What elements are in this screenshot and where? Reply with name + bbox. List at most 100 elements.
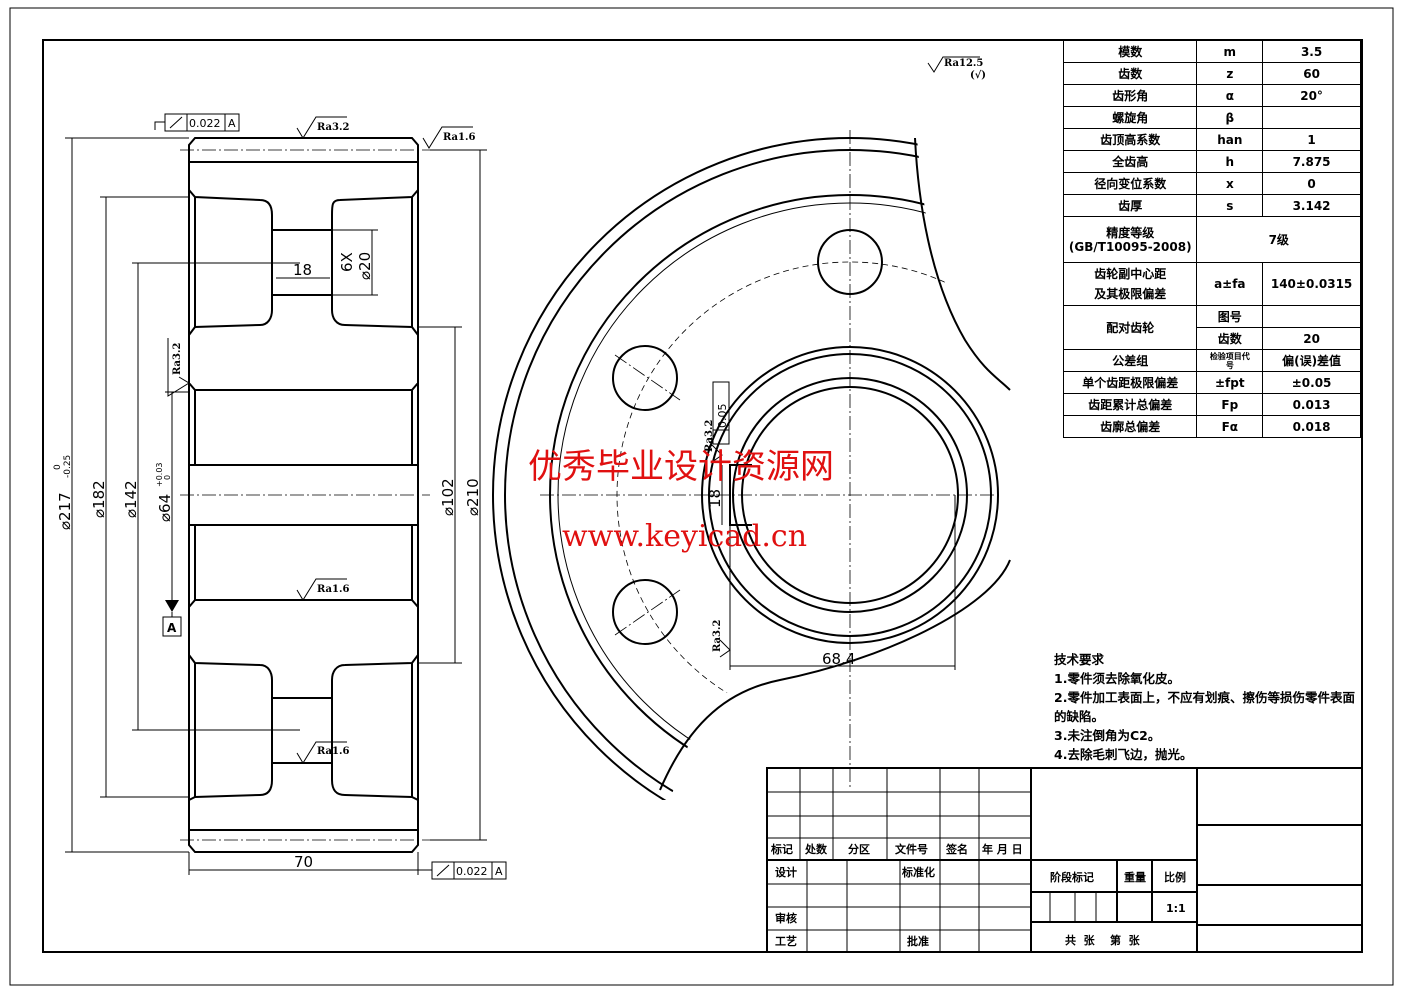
param-name: 全齿高: [1062, 150, 1198, 173]
datum-a-symbol: A: [162, 600, 182, 637]
dim-bore-diameter: ⌀64: [156, 494, 174, 522]
dim-bolt-circle: ⌀142: [122, 480, 140, 518]
tolerance-name: 齿距累计总偏差: [1062, 393, 1198, 416]
roughness-symbol: Ra3.2: [704, 420, 723, 463]
dim-hole-diameter: ⌀20: [356, 252, 374, 280]
tolerance-value: 0.018: [1262, 415, 1361, 438]
param-value: 3.5: [1262, 40, 1361, 63]
tb-scale-value: 1:1: [1166, 902, 1186, 915]
tb-count: 处数: [804, 842, 828, 856]
svg-text:A: A: [495, 865, 503, 878]
tb-doc-no: 文件号: [895, 842, 928, 856]
tech-requirement-item: 3.未注倒角为C2。: [1054, 728, 1161, 743]
dim-hole-count: 6X: [338, 252, 356, 272]
tb-approve: 批准: [907, 934, 929, 948]
param-name: 螺旋角: [1062, 106, 1198, 129]
mating-drawing-no-value: [1262, 305, 1361, 328]
center-distance-label: 齿轮副中心距: [1094, 267, 1167, 281]
param-name: 齿数: [1062, 62, 1198, 85]
svg-text:Ra3.2: Ra3.2: [712, 620, 723, 652]
tech-requirement-item: 1.零件须去除氧化皮。: [1054, 671, 1180, 686]
param-symbol: α: [1196, 84, 1264, 107]
tb-mark: 标记: [770, 842, 793, 856]
technical-requirements: 技术要求 1.零件须去除氧化皮。2.零件加工表面上，不应有划痕、擦伤等损伤零件表…: [1054, 650, 1364, 764]
param-symbol: han: [1196, 128, 1264, 151]
svg-text:(√): (√): [970, 69, 986, 81]
dim-bore-tol-upper: +0.03: [155, 462, 164, 487]
param-value: 1: [1262, 128, 1361, 151]
tb-review: 审核: [775, 911, 797, 925]
tolerance-name: 单个齿距极限偏差: [1062, 371, 1198, 394]
param-symbol: β: [1196, 106, 1264, 129]
tolerance-name: 齿廓总偏差: [1062, 415, 1198, 438]
dim-width: 70: [294, 853, 313, 871]
table-row: 齿轮副中心距及其极限偏差 a±fa 140±0.0315: [1062, 262, 1361, 306]
param-name: 齿厚: [1062, 194, 1198, 217]
sheet-border: [9, 7, 1394, 986]
svg-text:Ra3.2: Ra3.2: [704, 420, 715, 452]
roughness-symbol: Ra1.6: [296, 741, 349, 764]
param-name: 径向变位系数: [1062, 172, 1198, 195]
item-code-label: 检验项目代号: [1196, 349, 1264, 372]
svg-text:Ra12.5: Ra12.5: [944, 58, 983, 69]
roughness-symbol: Ra3.2: [296, 116, 349, 139]
tolerance-symbol: Fp: [1196, 393, 1264, 416]
svg-text:Ra1.6: Ra1.6: [317, 584, 349, 595]
tolerance-symbol: ±fpt: [1196, 371, 1264, 394]
drawing-frame: [42, 39, 1363, 953]
dim-bore-tol-lower: 0: [163, 475, 172, 480]
center-distance-value: 140±0.0315: [1262, 262, 1361, 306]
watermark-url: www.keyicad.cn: [562, 519, 807, 554]
svg-text:Ra1.6: Ra1.6: [317, 746, 349, 757]
tolerance-value: ±0.05: [1262, 371, 1361, 394]
param-value: [1262, 106, 1361, 129]
param-symbol: x: [1196, 172, 1264, 195]
tb-date: 年 月 日: [982, 842, 1023, 856]
roughness-symbol: Ra1.6: [422, 126, 475, 149]
deviation-label: 偏(误)差值: [1262, 349, 1361, 372]
svg-text:Ra1.6: Ra1.6: [443, 132, 475, 143]
tb-stage-mark: 阶段标记: [1050, 870, 1094, 884]
param-symbol: m: [1196, 40, 1264, 63]
tolerance-symbol: Fα: [1196, 415, 1264, 438]
title-block: 标记 处数 分区 文件号 签名 年 月 日 设计 标准化 审核 工艺 批准 阶段…: [766, 767, 1363, 953]
tb-sign: 签名: [945, 842, 968, 856]
dim-root-diameter: ⌀182: [90, 480, 108, 518]
dim-outer-diameter: ⌀217: [56, 492, 74, 530]
general-roughness: Ra12.5 (√): [927, 56, 986, 81]
center-distance-symbol: a±fa: [1196, 262, 1264, 306]
hub-top-section: [188, 294, 419, 391]
param-symbol: z: [1196, 62, 1264, 85]
runout-tolerance-bottom: 0.022 A: [418, 861, 507, 880]
runout-arrow-icon: [436, 864, 450, 877]
tech-requirement-item: 4.去除毛刺飞边，抛光。: [1054, 747, 1193, 762]
svg-text:Ra3.2: Ra3.2: [172, 343, 183, 375]
center-distance-label-2: 及其极限偏差: [1094, 287, 1167, 301]
param-name: 齿顶高系数: [1062, 128, 1198, 151]
tb-design: 设计: [775, 865, 797, 879]
svg-text:A: A: [228, 117, 236, 130]
dim-rim-diameter: ⌀210: [464, 478, 482, 516]
tolerance-group-label: 公差组: [1062, 349, 1198, 372]
section-view: ⌀217 0 -0.25 ⌀182 ⌀142 ⌀64 +0.03 0 ⌀102 …: [53, 113, 507, 880]
tech-requirements-title: 技术要求: [1054, 652, 1105, 667]
roughness-symbol: Ra1.6: [296, 578, 349, 601]
tb-process: 工艺: [775, 934, 797, 948]
tb-scale: 比例: [1164, 870, 1186, 884]
dim-key-width: 18: [706, 489, 724, 508]
table-row: 精度等级(GB/T10095-2008) 7级: [1062, 216, 1361, 263]
rim-bottom-section: [188, 762, 419, 831]
watermark-title: 优秀毕业设计资源网: [528, 447, 834, 487]
tb-sheets: 共 张 第 张: [1065, 933, 1141, 947]
hub-bottom-section: [188, 599, 419, 699]
